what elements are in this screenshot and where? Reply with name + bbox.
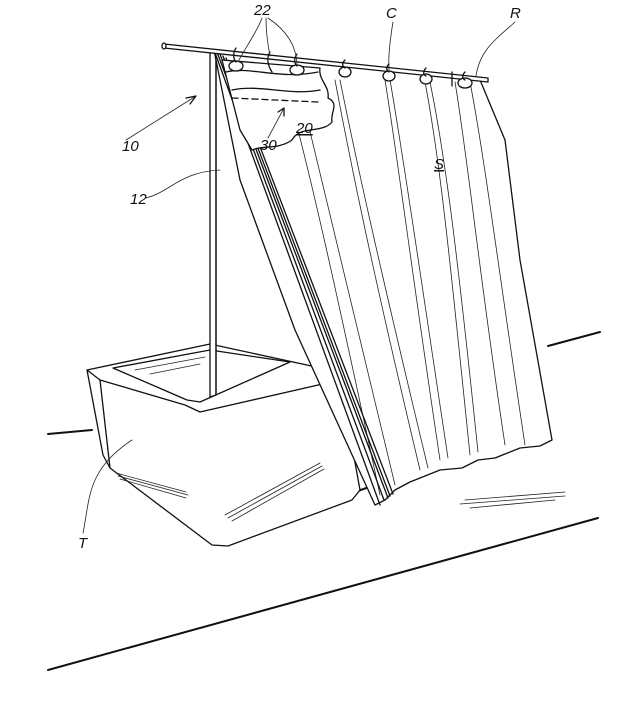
side-panel — [209, 51, 217, 398]
label-shower-curtain: S — [434, 156, 444, 173]
label-liner-panel: 20 — [295, 120, 313, 137]
curtain-rod — [161, 42, 489, 83]
reference-labels: 22 C R 10 30 20 S 12 T — [78, 2, 521, 552]
label-c: C — [386, 5, 397, 22]
label-tub: T — [78, 535, 89, 552]
bathtub — [86, 343, 566, 547]
label-r: R — [510, 5, 521, 22]
tub-shading — [115, 462, 566, 522]
label-side-panel: 12 — [130, 191, 147, 208]
label-assembly: 10 — [122, 138, 139, 155]
leader-lines — [82, 17, 516, 534]
label-fold-line: 30 — [260, 137, 277, 154]
shower-curtain — [213, 49, 553, 506]
label-hooks: 22 — [253, 2, 271, 19]
curtain-rings — [228, 47, 473, 89]
